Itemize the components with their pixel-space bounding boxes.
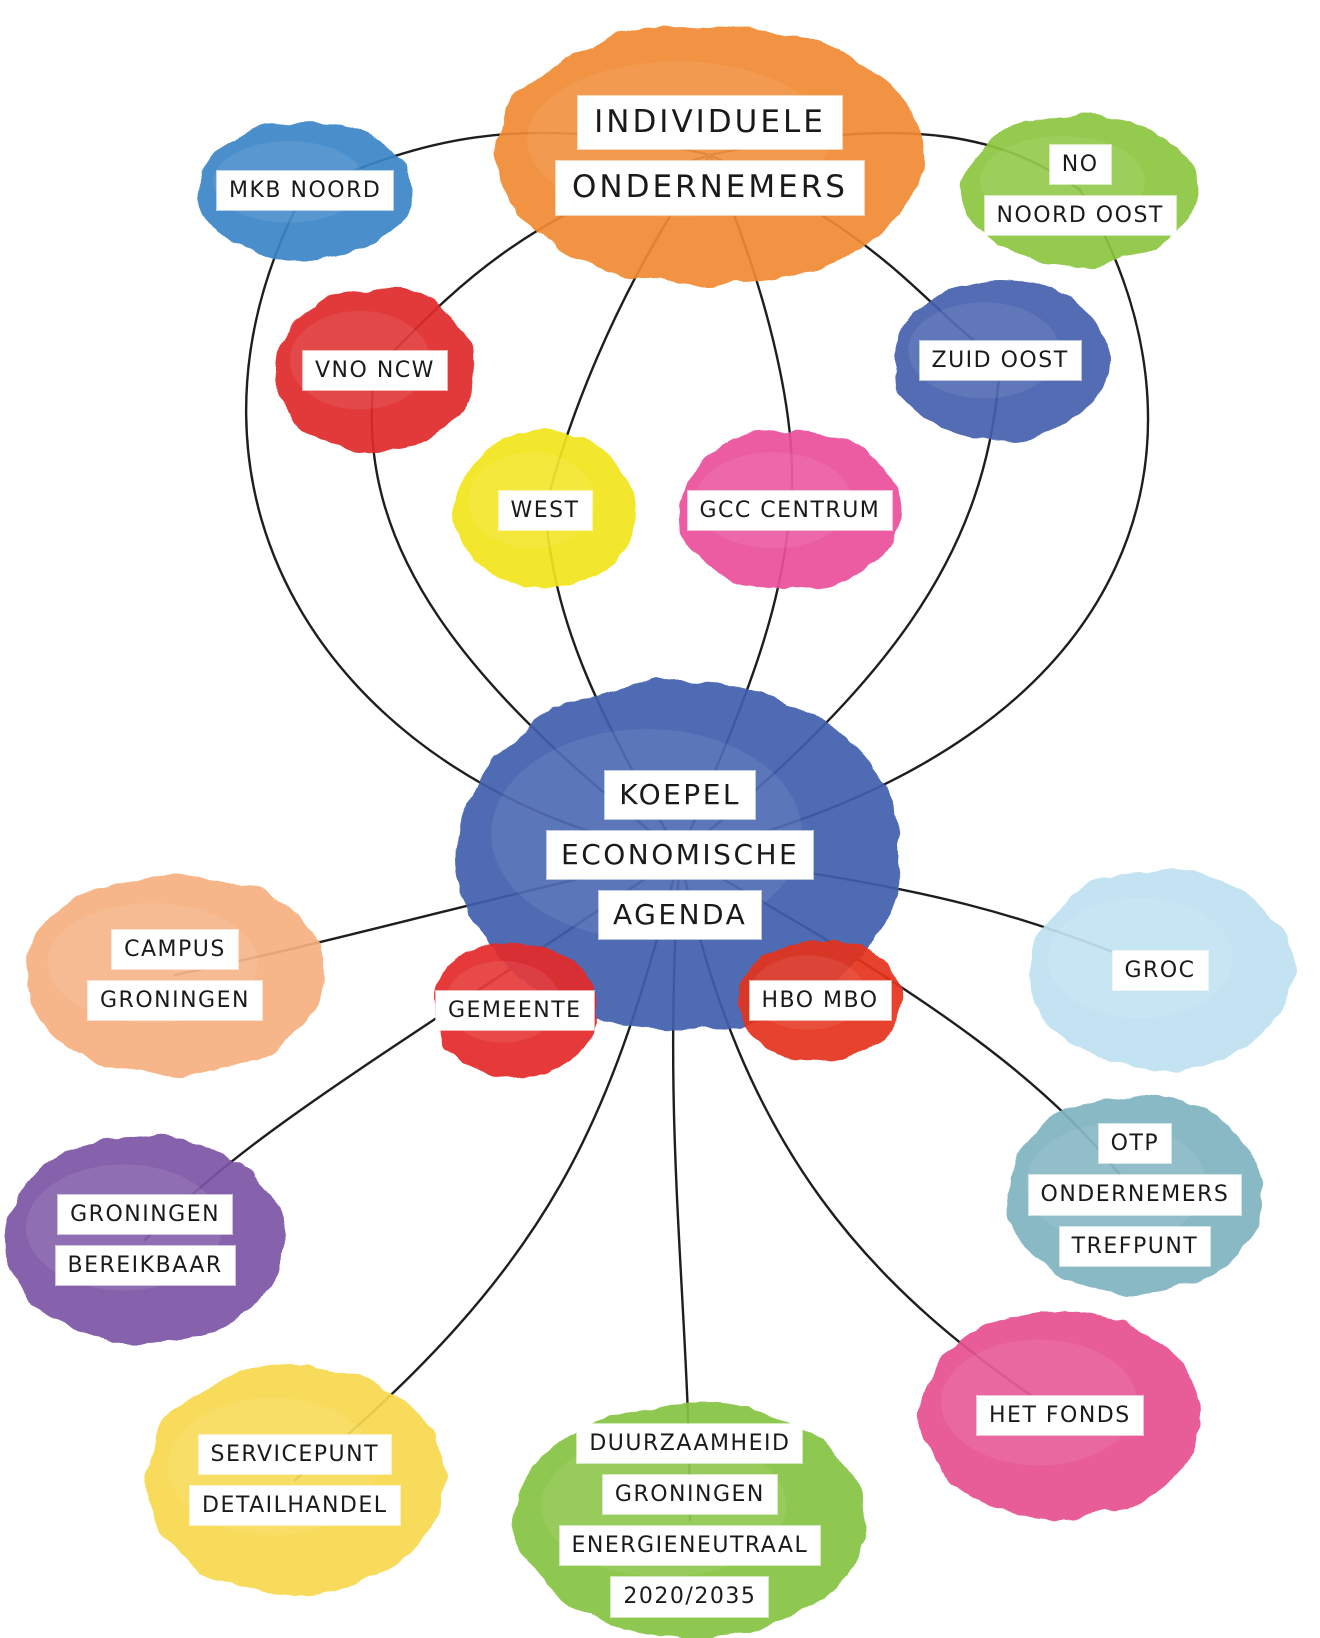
groningen-bereikbaar-label: GRONINGEN BEREIKBAAR [55,1194,235,1286]
gemeente-label: GEMEENTE [436,990,594,1030]
campus-groningen-label-line: CAMPUS [112,929,238,969]
individuele-ondernemers-label-line: INDIVIDUELE [578,95,842,150]
hbo-mbo-label-line: HBO MBO [749,980,891,1020]
campus-groningen-label-line: GRONINGEN [88,980,262,1021]
servicepunt-detailhandel-label-line: DETAILHANDEL [190,1485,400,1526]
vno-ncw-label-line: VNO NCW [303,350,447,390]
duurzaamheid-groningen-label: DUURZAAMHEID GRONINGEN ENERGIENEUTRAAL 2020… [559,1423,821,1617]
mkb-noord-label-line: MKB NOORD [217,170,394,210]
groc-label: GROC [1112,950,1208,990]
groc-label-line: GROC [1112,950,1208,990]
duurzaamheid-groningen-label-line: GRONINGEN [602,1474,777,1515]
servicepunt-detailhandel-label: SERVICEPUNT DETAILHANDEL [190,1434,400,1526]
het-fonds-label-line: HET FONDS [977,1395,1143,1435]
otp-ondernemers-trefpunt-label-line: ONDERNEMERS [1028,1175,1242,1215]
zuid-oost-label: ZUID OOST [919,340,1081,380]
gcc-centrum-label-line: GCC CENTRUM [687,490,893,530]
koepel-economische-agenda-label-line: KOEPEL [605,770,755,819]
servicepunt-detailhandel-label-line: SERVICEPUNT [198,1434,392,1474]
individuele-ondernemers-label-line: ONDERNEMERS [556,161,864,215]
groningen-bereikbaar-label-line: GRONINGEN [58,1194,233,1234]
gemeente-label-line: GEMEENTE [436,990,594,1030]
zuid-oost-label-line: ZUID OOST [919,340,1081,380]
vno-ncw-label: VNO NCW [303,350,447,390]
koepel-economische-agenda-label: KOEPEL ECONOMISCHE AGENDA [547,770,814,940]
west-label: WEST [498,490,592,530]
west-label-line: WEST [498,490,592,530]
no-noord-oost-label-line: NOORD OOST [984,195,1176,236]
campus-groningen-label: CAMPUS GRONINGEN [88,929,262,1021]
otp-ondernemers-trefpunt-label-line: TREFPUNT [1059,1226,1211,1266]
otp-ondernemers-trefpunt-label: OTP ONDERNEMERS TREFPUNT [1028,1124,1242,1266]
het-fonds-label: HET FONDS [977,1395,1143,1435]
no-noord-oost-label: NO NOORD OOST [984,144,1176,236]
no-noord-oost-label-line: NO [1049,144,1111,184]
groningen-bereikbaar-label-line: BEREIKBAAR [55,1245,235,1286]
duurzaamheid-groningen-label-line: 2020/2035 [611,1577,769,1617]
otp-ondernemers-trefpunt-label-line: OTP [1098,1124,1172,1164]
koepel-economische-agenda-label-line: AGENDA [599,890,762,940]
individuele-ondernemers-label: INDIVIDUELE ONDERNEMERS [556,95,864,215]
gcc-centrum-label: GCC CENTRUM [687,490,893,530]
duurzaamheid-groningen-label-line: ENERGIENEUTRAAL [559,1526,821,1566]
koepel-economische-agenda-label-line: ECONOMISCHE [547,830,814,879]
mkb-noord-label: MKB NOORD [217,170,394,210]
hbo-mbo-label: HBO MBO [749,980,891,1020]
duurzaamheid-groningen-label-line: DUURZAAMHEID [577,1423,803,1463]
